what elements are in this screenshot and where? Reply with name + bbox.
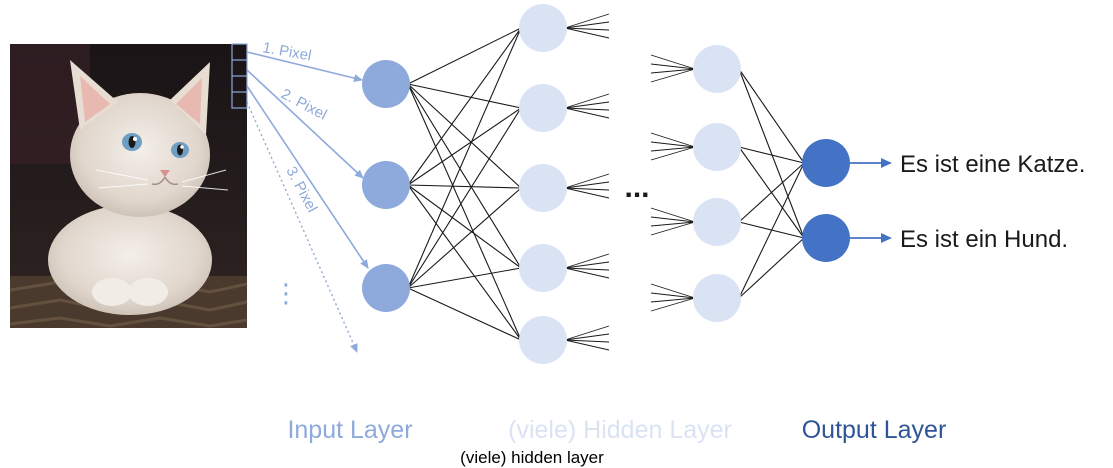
stub-in-h2-2-2 <box>650 141 696 148</box>
hidden-last-node-1 <box>693 45 741 93</box>
stub-out-h3-1 <box>564 173 610 189</box>
pixel-arrow-1 <box>246 51 363 82</box>
stub-out-h4-2 <box>564 261 610 269</box>
connection-in2-h1 <box>407 27 522 186</box>
stub-out-h4-1 <box>564 253 610 269</box>
hidden-first-node-1 <box>519 4 567 52</box>
stub-out-h3-3 <box>564 187 610 191</box>
connection-in1-h4 <box>407 83 522 269</box>
connection-in3-h5 <box>407 287 522 341</box>
stub-out-h5-2 <box>564 333 610 341</box>
connections-hidden-output <box>738 68 805 299</box>
connection-in3-h2 <box>407 107 522 289</box>
connection-in3-h4 <box>407 267 522 289</box>
output-node-2 <box>802 214 850 262</box>
output-node-1 <box>802 139 850 187</box>
connection-in1-h1 <box>407 27 522 85</box>
stub-in-h2-2-4 <box>650 146 696 161</box>
stub-out-h3-4 <box>564 187 610 199</box>
pixel-arrow-more <box>246 101 358 353</box>
connection-h4-out1 <box>738 162 805 299</box>
output-layer-nodes <box>802 139 850 262</box>
hidden-ellipsis: ... <box>624 171 649 204</box>
stub-out-h5-3 <box>564 339 610 343</box>
hidden-last-node-3 <box>693 198 741 246</box>
pixel-arrows <box>246 51 369 353</box>
connection-in1-h2 <box>407 83 522 109</box>
input-ellipsis: ⋮ <box>273 278 299 308</box>
hidden-layer-last-nodes <box>693 45 741 322</box>
output-layer-label: Output Layer <box>802 416 947 444</box>
stub-in-h2-1-3 <box>650 68 696 74</box>
hidden-layer-label: (viele) Hidden Layer <box>508 416 732 444</box>
caption: (viele) hidden layer <box>460 448 604 467</box>
stub-in-h2-1-2 <box>650 63 696 70</box>
connection-in3-h1 <box>407 27 522 289</box>
output-text-cat: Es ist eine Katze. <box>900 151 1085 178</box>
connection-h4-out2 <box>738 237 805 299</box>
stub-out-h3-2 <box>564 181 610 189</box>
connection-in1-h3 <box>407 83 522 189</box>
connection-in2-h3 <box>407 184 522 189</box>
kitten-photo <box>9 44 248 328</box>
stub-out-h1-2 <box>564 21 610 29</box>
stub-out-h1-4 <box>564 27 610 39</box>
input-node-3 <box>362 264 410 312</box>
stub-in-h2-3-4 <box>650 221 696 236</box>
stub-in-h2-3-3 <box>650 221 696 227</box>
stub-in-h2-4-1 <box>650 283 696 299</box>
input-node-1 <box>362 60 410 108</box>
stub-out-h2-1 <box>564 93 610 109</box>
pixel-label-2: 2. Pixel <box>278 86 329 124</box>
connection-in2-h5 <box>407 184 522 341</box>
hidden-first-node-5 <box>519 316 567 364</box>
hidden-last-node-2 <box>693 123 741 171</box>
connection-in1-h5 <box>407 83 522 341</box>
output-text-dog: Es ist ein Hund. <box>900 226 1068 253</box>
stub-in-h2-4-4 <box>650 297 696 312</box>
stub-in-h2-2-3 <box>650 146 696 152</box>
connection-h1-out1 <box>738 68 805 164</box>
stub-in-h2-4-2 <box>650 292 696 299</box>
stub-out-h2-4 <box>564 107 610 119</box>
connection-h1-out2 <box>738 68 805 239</box>
hidden-first-node-3 <box>519 164 567 212</box>
connection-in3-h3 <box>407 187 522 289</box>
stub-in-h2-2-1 <box>650 132 696 148</box>
stub-in-h2-1-1 <box>650 54 696 70</box>
connection-h3-out1 <box>738 162 805 223</box>
incoming-connection-stubs <box>564 13 696 351</box>
stub-out-h2-2 <box>564 101 610 109</box>
output-arrows <box>850 158 892 243</box>
stub-out-h4-3 <box>564 267 610 271</box>
stub-in-h2-3-1 <box>650 207 696 223</box>
connections-input-hidden <box>407 27 522 341</box>
input-layer-label: Input Layer <box>287 416 412 444</box>
stub-in-h2-3-2 <box>650 216 696 223</box>
stub-out-h2-3 <box>564 107 610 111</box>
stub-out-h5-4 <box>564 339 610 351</box>
connection-in2-h4 <box>407 184 522 269</box>
input-layer-nodes <box>362 60 410 312</box>
hidden-layer-first-nodes <box>519 4 567 364</box>
stub-out-h1-1 <box>564 13 610 29</box>
hidden-last-node-4 <box>693 274 741 322</box>
stub-out-h5-1 <box>564 325 610 341</box>
stub-in-h2-4-3 <box>650 297 696 303</box>
pixel-arrow-2 <box>246 69 364 179</box>
stub-out-h4-4 <box>564 267 610 279</box>
connection-h2-out1 <box>738 146 805 164</box>
input-node-2 <box>362 161 410 209</box>
hidden-first-node-4 <box>519 244 567 292</box>
pixel-label-1: 1. Pixel <box>261 39 312 64</box>
pixel-arrow-3 <box>246 85 369 269</box>
stub-in-h2-1-4 <box>650 68 696 83</box>
pixel-label-3: 3. Pixel <box>282 164 320 215</box>
connection-in2-h2 <box>407 107 522 186</box>
hidden-first-node-2 <box>519 84 567 132</box>
pixel-grid <box>231 43 248 109</box>
stub-out-h1-3 <box>564 27 610 31</box>
